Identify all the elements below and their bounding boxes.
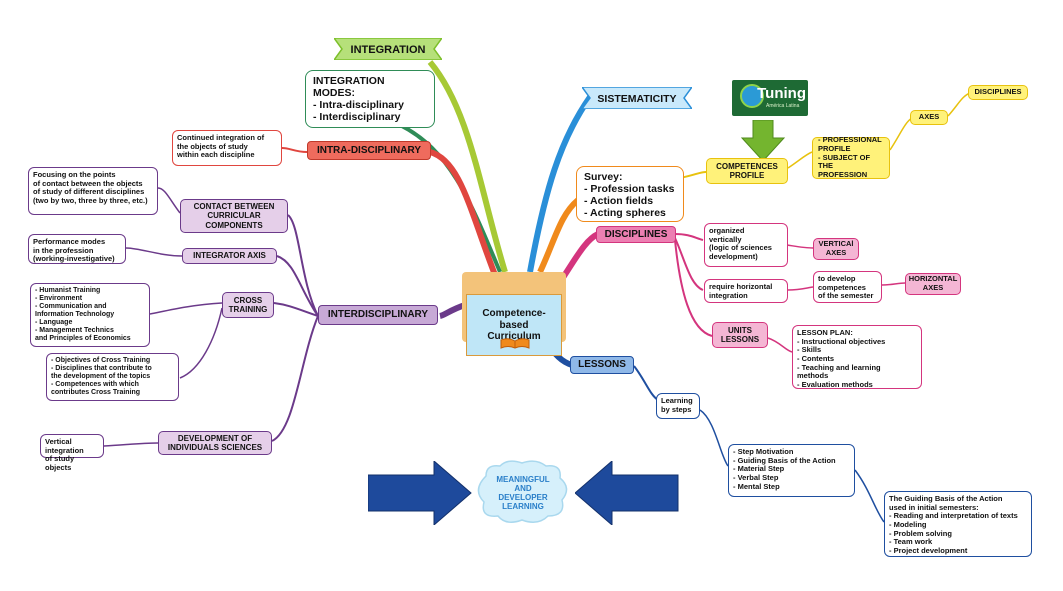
branch-intra	[428, 149, 498, 277]
contact-note: Focusing on the points of contact betwee…	[28, 167, 158, 215]
survey-box: Survey: - Profession tasks - Action fiel…	[576, 166, 684, 222]
step-list-note: - Step Motivation - Guiding Basis of the…	[728, 444, 855, 497]
disciplines-tag: DISCIPLINES	[968, 85, 1028, 100]
tuning-logo: Tuning América Latina	[732, 80, 808, 116]
branch-survey	[537, 197, 581, 274]
interdisciplinary-label: INTERDISCIPLINARY	[318, 305, 438, 325]
axes-label: AXES	[910, 110, 948, 125]
horizontal-axes-label: HORIZONTAL AXES	[905, 273, 961, 295]
center-node: Competence- based Curriculum	[462, 272, 566, 357]
organized-vertically-note: organized vertically (logic of sciences …	[704, 223, 788, 267]
disciplines-label: DISCIPLINES	[596, 226, 676, 243]
profile-subject: - PROFESSIONAL PROFILE - SUBJECT OF THE …	[812, 136, 890, 179]
sistematicity-ribbon: SISTEMATICITY	[582, 87, 692, 109]
tuning-logo-text: Tuning	[757, 85, 806, 102]
integration-modes-box: INTEGRATION MODES: - Intra-disciplinary …	[305, 70, 435, 128]
right-arrow-icon	[368, 461, 472, 525]
integrator-axis-label: INTEGRATOR AXIS	[182, 248, 277, 264]
vertical-axes-label: VERTICAl AXES	[813, 238, 859, 260]
development-label: DEVELOPMENT OF INDIVIDUALS SCIENCES	[158, 431, 272, 455]
development-note: Vertical integration of study objects	[40, 434, 104, 472]
branch-integration	[427, 60, 508, 273]
learning-cloud	[477, 460, 568, 523]
left-arrow-icon	[575, 461, 679, 525]
book-icon	[500, 338, 530, 349]
integration-label: INTEGRATION	[351, 44, 426, 56]
learning-text: MEANINGFUL AND DEVELOPER LEARNING	[496, 474, 550, 512]
tuning-logo-sub: América Latina	[766, 103, 800, 109]
competences-profile: COMPETENCES PROFILE	[706, 158, 788, 184]
lesson-plan-note: LESSON PLAN: - Instructional objectives …	[792, 325, 922, 389]
branch-inter	[439, 302, 466, 319]
down-arrow-icon	[740, 120, 786, 162]
lessons-label: LESSONS	[570, 356, 634, 374]
intra-note: Continued integration of the objects of …	[172, 130, 282, 166]
integration-ribbon: INTEGRATION	[334, 38, 442, 60]
axis-note: Performance modes in the profession (wor…	[28, 234, 126, 264]
contact-label: CONTACT BETWEEN CURRICULAR COMPONENTS	[180, 199, 288, 233]
require-horizontal-note: require horizontal integration	[704, 279, 788, 303]
learning-by-steps-note: Learning by steps	[656, 393, 700, 419]
globe-icon	[740, 84, 764, 108]
cross-note-topics: - Humanist Training - Environment - Comm…	[30, 283, 150, 347]
develop-competences-note: to develop competences of the semester	[813, 271, 882, 303]
guiding-basis-note: The Guiding Basis of the Action used in …	[884, 491, 1032, 557]
branch-sistematicity	[527, 95, 593, 273]
cross-training-label: CROSS TRAINING	[222, 292, 274, 318]
units-lessons-label: UNITS LESSONS	[712, 322, 768, 348]
cross-note-objectives: - Objectives of Cross Training - Discipl…	[46, 353, 179, 401]
intra-disciplinary-label: INTRA-DISCIPLINARY	[307, 141, 431, 160]
sistematicity-label: SISTEMATICITY	[597, 93, 676, 105]
